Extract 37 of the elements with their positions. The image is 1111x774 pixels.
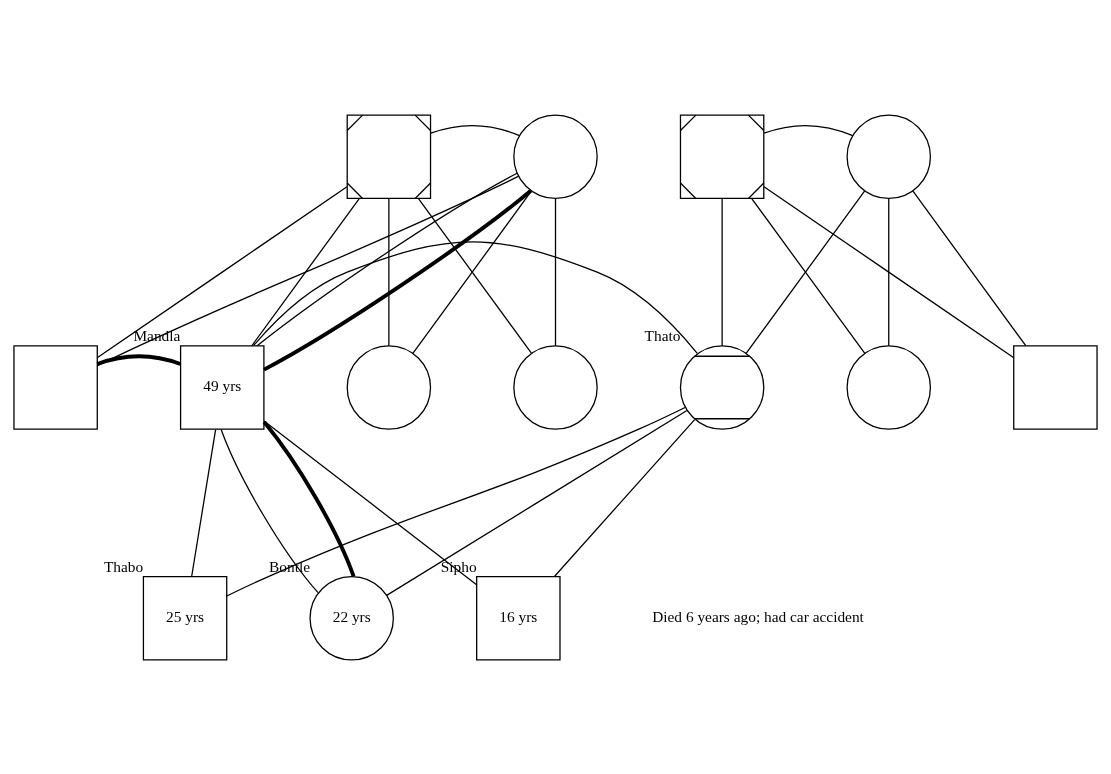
connector	[251, 197, 360, 346]
connector	[263, 419, 477, 585]
node-box	[13, 344, 98, 430]
connector	[262, 420, 356, 577]
node-circle	[679, 344, 765, 430]
connector	[191, 428, 217, 577]
label: Died 6 years ago; had car accident	[652, 607, 864, 625]
node-circle	[846, 114, 932, 199]
connector	[912, 190, 1027, 346]
connector	[721, 197, 723, 346]
connector	[554, 197, 557, 346]
node-box: 49 yrs	[179, 344, 265, 430]
connector	[386, 409, 688, 596]
node-circle	[513, 344, 598, 430]
connector	[96, 175, 519, 366]
node-circle	[513, 114, 598, 199]
connector	[256, 172, 518, 346]
node-circle	[846, 344, 932, 430]
connector	[96, 185, 348, 358]
node-label: Thato	[644, 326, 681, 344]
node-label: Thabo	[103, 557, 144, 575]
connector	[554, 418, 696, 577]
connector	[220, 428, 319, 593]
node-circle	[346, 344, 432, 430]
connector	[388, 197, 390, 346]
node-box	[1013, 344, 1098, 430]
connector	[96, 353, 181, 366]
connector	[253, 240, 698, 354]
connector	[263, 188, 532, 371]
connector	[226, 406, 686, 597]
connector	[763, 124, 854, 136]
connector	[888, 197, 890, 346]
connector	[763, 185, 1015, 358]
node-box: 16 yrs	[476, 575, 561, 660]
node-circle: 22 yrs	[309, 575, 394, 660]
node-box: 25 yrs	[142, 575, 228, 660]
connector	[430, 124, 521, 136]
